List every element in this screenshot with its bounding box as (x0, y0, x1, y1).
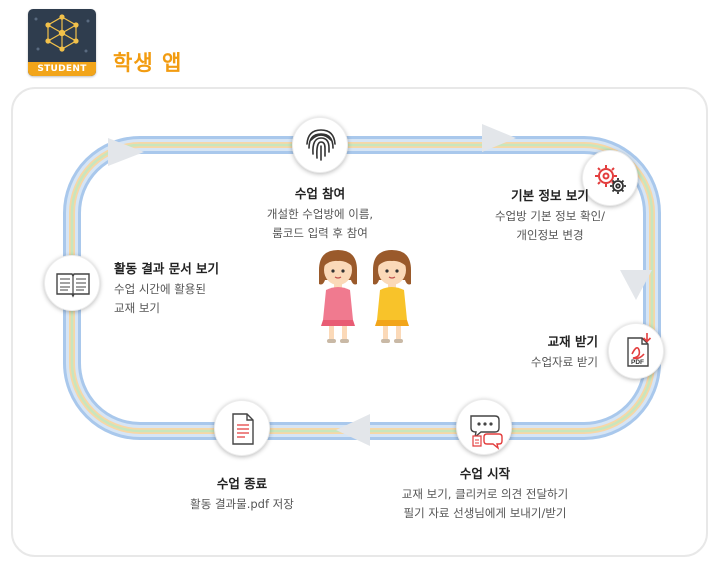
open-book-icon (56, 273, 90, 298)
network-cube-icon (34, 14, 90, 53)
step-results-desc-2: 교재 보기 (114, 301, 160, 315)
step-info-title: 기본 정보 보기 (511, 188, 589, 203)
step-start-label: 수업 시작 교재 보기, 클리커로 의견 전달하기 필기 자료 선생님에게 보내… (395, 464, 575, 523)
flow-arrow-right-1 (108, 138, 144, 166)
svg-text:PDF: PDF (631, 359, 644, 366)
fingerprint-icon (306, 129, 336, 161)
step-results-desc-1: 수업 시간에 활용된 (114, 282, 206, 296)
students-illustration (319, 250, 411, 343)
step-info-desc-1: 수업방 기본 정보 확인/ (494, 209, 606, 223)
step-material-label: 교재 받기 수업자료 받기 (490, 332, 598, 372)
step-join-desc-1: 개설한 수업방에 이름, (266, 207, 374, 221)
step-start-desc-2: 필기 자료 선생님에게 보내기/받기 (403, 506, 567, 520)
step-end-title: 수업 종료 (216, 476, 268, 491)
step-join-title: 수업 참여 (294, 186, 346, 201)
student-app-badge: STUDENT (28, 9, 96, 76)
step-start-node (456, 399, 512, 455)
step-join-node (292, 117, 348, 173)
step-results-node (44, 255, 100, 311)
student-girl-pink (319, 250, 357, 343)
gears-icon (595, 165, 626, 194)
step-material-node: PDF (608, 323, 664, 379)
step-info-node (582, 150, 638, 206)
step-end-label: 수업 종료 활동 결과물.pdf 저장 (180, 474, 304, 514)
document-icon (232, 413, 254, 445)
step-results-label: 활동 결과 문서 보기 수업 시간에 활용된 교재 보기 (114, 259, 254, 318)
flow-arrow-right-2 (482, 124, 516, 152)
pdf-download-icon: PDF (627, 333, 652, 367)
page-title: 학생 앱 (113, 51, 183, 75)
step-start-desc-1: 교재 보기, 클리커로 의견 전달하기 (401, 487, 569, 501)
step-join-label: 수업 참여 개설한 수업방에 이름, 룸코드 입력 후 참여 (250, 184, 390, 243)
flow-arrow-left (336, 414, 370, 446)
step-end-desc-1: 활동 결과물.pdf 저장 (190, 497, 294, 511)
flow-arrow-down (620, 270, 652, 300)
step-info-desc-2: 개인정보 변경 (516, 228, 584, 242)
step-info-label: 기본 정보 보기 수업방 기본 정보 확인/ 개인정보 변경 (470, 186, 630, 245)
step-results-title: 활동 결과 문서 보기 (114, 261, 220, 276)
step-end-node (214, 400, 270, 456)
badge-label: STUDENT (28, 62, 96, 76)
student-girl-yellow (373, 250, 411, 343)
step-material-desc-1: 수업자료 받기 (530, 355, 598, 369)
step-join-desc-2: 룸코드 입력 후 참여 (272, 226, 368, 240)
chat-bubbles-icon (470, 415, 503, 450)
step-start-title: 수업 시작 (459, 466, 511, 481)
step-material-title: 교재 받기 (547, 334, 598, 349)
